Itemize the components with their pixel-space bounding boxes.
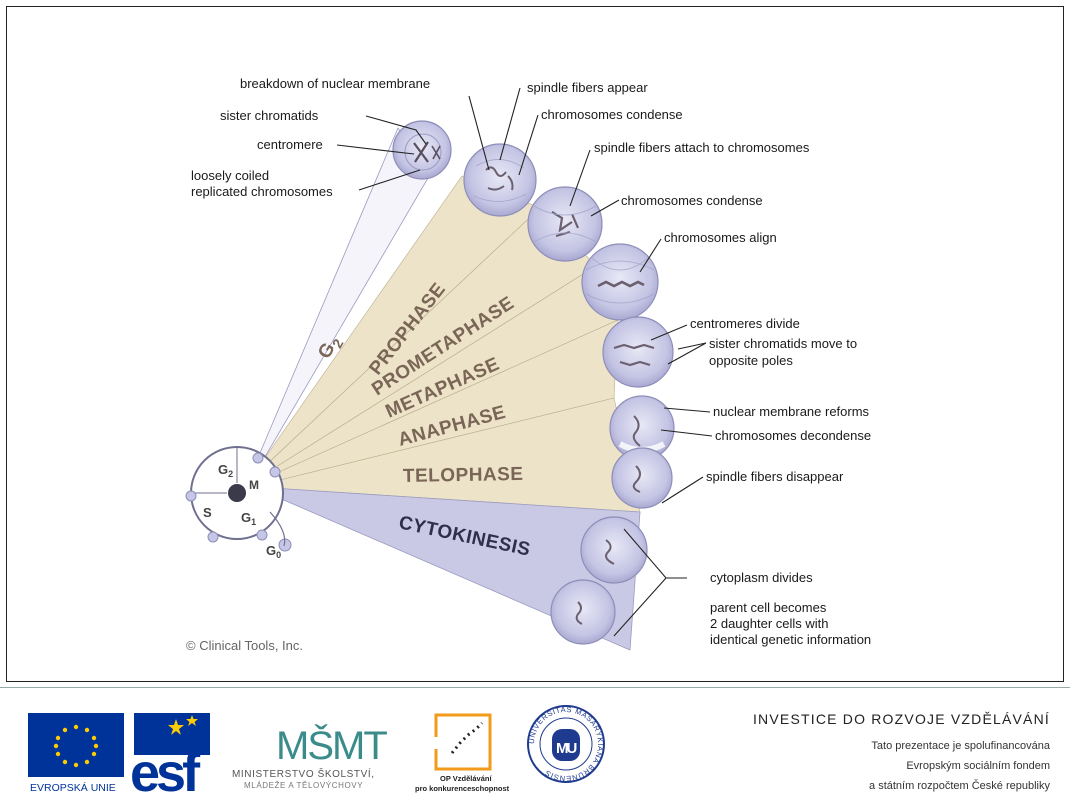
label-parent-2: 2 daughter cells with — [710, 616, 829, 631]
cell-metaphase — [581, 243, 659, 321]
cycle-m-label: M — [249, 478, 259, 492]
label-loosely-coiled-1: loosely coiled — [191, 168, 269, 183]
msmt-wordmark: MŠMT — [276, 723, 387, 768]
msmt-caption-1: MINISTERSTVO ŠKOLSTVÍ, — [232, 767, 375, 780]
cycle-g1-label: G1 — [241, 510, 256, 527]
slide-frame — [6, 6, 1064, 682]
footer-logos: EVROPSKÁ UNIE esf MŠMT MINISTERSTVO ŠKOL… — [28, 705, 605, 803]
label-spindle-disappear: spindle fibers disappear — [706, 469, 844, 484]
label-cytoplasm-divides: cytoplasm divides — [710, 570, 813, 585]
label-spindle-appear: spindle fibers appear — [527, 80, 648, 95]
footer-line-3: a státním rozpočtem České republiky — [869, 780, 1050, 792]
footer-divider — [0, 687, 1070, 688]
label-condense-2: chromosomes condense — [621, 193, 763, 208]
cell-prophase — [463, 143, 537, 217]
cell-interphase — [392, 120, 452, 180]
label-membrane-reforms: nuclear membrane reforms — [713, 404, 870, 419]
cell-anaphase — [602, 316, 674, 388]
label-decondense: chromosomes decondense — [715, 428, 871, 443]
footer-line-1: Tato prezentace je spolufinancována — [871, 740, 1050, 752]
copyright-notice: © Clinical Tools, Inc. — [186, 638, 303, 653]
label-centromeres-divide: centromeres divide — [690, 316, 800, 331]
cycle-g0-label: G0 — [266, 543, 281, 560]
label-condense-1: chromosomes condense — [541, 107, 683, 122]
msmt-caption-2: MLÁDEŽE A TĚLOVÝCHOVY — [244, 781, 363, 790]
phase-g2-label: G2 — [314, 332, 347, 364]
label-parent-3: identical genetic information — [710, 632, 871, 647]
footer-line-2: Evropským sociálním fondem — [906, 760, 1050, 772]
cell-daughter-lower — [550, 579, 616, 645]
cell-cycle-wheel: G2 M S G1 G0 — [185, 446, 292, 560]
label-spindle-attach: spindle fibers attach to chromosomes — [594, 140, 810, 155]
label-parent-1: parent cell becomes — [710, 600, 827, 615]
footer-title: INVESTICE DO ROZVOJE VZDĚLÁVÁNÍ — [752, 711, 1050, 727]
label-centromere: centromere — [257, 137, 323, 152]
cell-daughter-upper — [580, 516, 648, 584]
eu-caption: EVROPSKÁ UNIE — [30, 781, 116, 794]
label-sister-move-2: opposite poles — [709, 353, 793, 368]
cycle-s-label: S — [203, 505, 212, 520]
msmt-logo: MŠMT MINISTERSTVO ŠKOLSTVÍ, MLÁDEŽE A TĚ… — [232, 723, 389, 790]
leader-lines — [336, 87, 713, 637]
op-caption-1: OP Vzdělávání — [440, 774, 492, 783]
label-sister-move-1: sister chromatids move to — [709, 336, 857, 351]
label-breakdown: breakdown of nuclear membrane — [240, 76, 430, 91]
phase-telophase-label: TELOPHASE — [403, 464, 524, 487]
esf-logo: esf — [130, 713, 210, 803]
op-caption-2: pro konkurenceschopnost — [415, 784, 510, 793]
muni-seal: UNIVERSITAS MASARYKIANA BRUNENSIS MU — [527, 705, 605, 783]
op-logo: OP Vzdělávání pro konkurenceschopnost — [415, 713, 510, 793]
label-align: chromosomes align — [664, 230, 777, 245]
cell-prometaphase — [527, 186, 603, 262]
label-loosely-coiled-2: replicated chromosomes — [191, 184, 333, 199]
eu-logo: EVROPSKÁ UNIE — [28, 713, 124, 795]
cell-telophase-lower — [611, 447, 673, 509]
esf-wordmark: esf — [130, 743, 201, 803]
muni-monogram: MU — [556, 740, 576, 757]
cycle-g2-label: G2 — [218, 462, 233, 479]
label-sister-chromatids: sister chromatids — [220, 108, 319, 123]
mitosis-diagram: G2 PROPHASE PROMETAPHASE METAPHASE ANAPH… — [185, 76, 871, 653]
